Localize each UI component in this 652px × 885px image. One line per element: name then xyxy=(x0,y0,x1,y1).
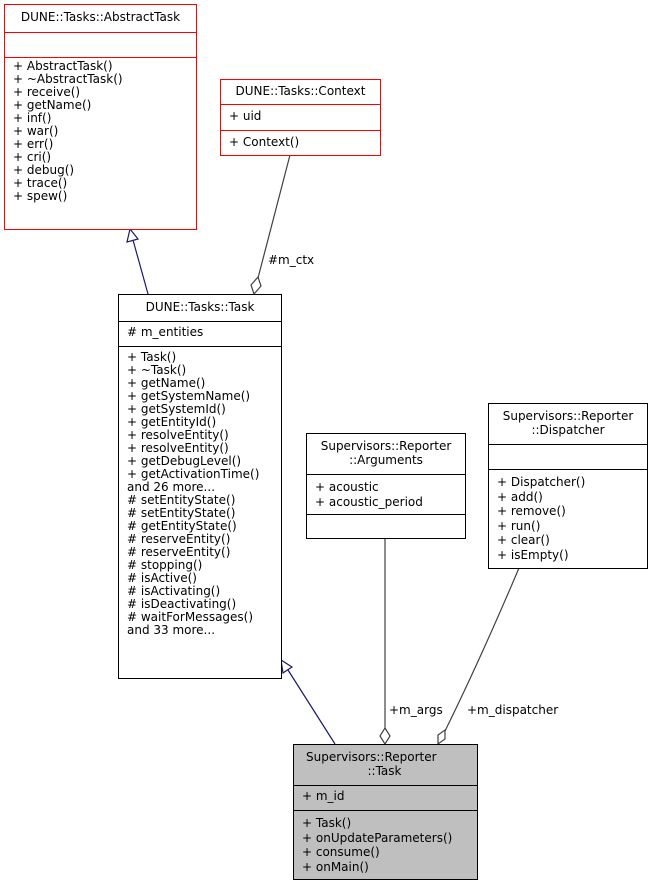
edge-label-m-args: +m_args xyxy=(389,703,443,717)
aggregation-diamond-icon xyxy=(250,275,262,296)
class-attributes xyxy=(489,444,647,469)
class-member: # stopping() xyxy=(127,558,203,572)
class-member: and 26 more... xyxy=(127,480,216,494)
class-member: # isActivating() xyxy=(127,584,221,598)
class-member: + acoustic_period xyxy=(315,495,423,509)
edge-task-has-context xyxy=(250,154,291,296)
class-member: + m_id xyxy=(302,789,345,803)
class-member: + spew() xyxy=(13,189,68,203)
class-header: Supervisors::Reporter ::Arguments xyxy=(307,434,465,474)
class-methods xyxy=(307,514,465,538)
class-member: + remove() xyxy=(497,504,566,518)
class-member: + isEmpty() xyxy=(497,547,569,562)
class-attributes: + m_id xyxy=(294,785,477,810)
class-member: + add() xyxy=(497,489,543,504)
class-member: + getDebugLevel() xyxy=(127,454,242,468)
class-member: + onMain() xyxy=(302,859,369,874)
class-name-line: Supervisors::Reporter xyxy=(320,439,452,453)
class-attributes: + uid xyxy=(221,104,380,130)
class-name: DUNE::Tasks::Context xyxy=(235,84,366,98)
class-name-line: ::Task xyxy=(367,764,402,778)
class-member: + ~AbstractTask() xyxy=(13,72,123,86)
class-member: # isActive() xyxy=(127,571,197,585)
class-member: + Task() xyxy=(302,816,352,830)
class-member: # isDeactivating() xyxy=(127,597,237,611)
class-member: + trace() xyxy=(13,176,68,190)
class-methods: + Dispatcher()+ add()+ remove()+ run()+ … xyxy=(489,469,647,568)
class-member: # setEntityState() xyxy=(127,506,236,520)
class-dispatcher[interactable]: Supervisors::Reporter ::Dispatcher + Dis… xyxy=(488,403,648,569)
class-name: DUNE::Tasks::Task xyxy=(145,300,255,314)
class-member: + getEntityId() xyxy=(127,415,217,429)
class-member: + consume() xyxy=(302,845,380,859)
class-member: + getActivationTime() xyxy=(127,467,260,481)
class-member: + uid xyxy=(229,109,262,123)
class-member: # reserveEntity() xyxy=(127,532,231,546)
class-name-line: ::Arguments xyxy=(349,453,423,467)
class-methods: + Context() xyxy=(221,130,380,155)
class-member: + acoustic xyxy=(315,480,379,494)
class-methods: + Task()+ onUpdateParameters()+ consume(… xyxy=(294,810,477,879)
edge-reporter-has-dispatcher xyxy=(437,567,520,746)
aggregation-diamond-icon xyxy=(437,728,446,746)
class-name-line: Supervisors::Reporter xyxy=(306,750,437,764)
class-attributes: + acoustic+ acoustic_period xyxy=(307,474,465,514)
class-header: DUNE::Tasks::Context xyxy=(221,80,380,104)
class-member: + Task() xyxy=(127,350,177,364)
class-abstract-task[interactable]: DUNE::Tasks::AbstractTask + AbstractTask… xyxy=(4,4,197,230)
class-methods: + Task()+ ~Task()+ getName()+ getSystemN… xyxy=(119,346,281,678)
class-member: # m_entities xyxy=(127,325,204,339)
class-member: # waitForMessages() xyxy=(127,610,254,624)
inheritance-arrowhead-icon xyxy=(280,658,294,675)
class-member: + receive() xyxy=(13,85,81,99)
edge-label-m-ctx: #m_ctx xyxy=(268,253,315,267)
class-arguments[interactable]: Supervisors::Reporter ::Arguments + acou… xyxy=(306,433,466,539)
class-name: DUNE::Tasks::AbstractTask xyxy=(20,10,181,24)
class-name-line: Supervisors::Reporter xyxy=(502,409,634,423)
edge-reporter-inherits-task xyxy=(280,658,336,745)
aggregation-diamond-icon xyxy=(379,726,391,746)
class-header: Supervisors::Reporter ::Dispatcher xyxy=(489,404,647,444)
class-attributes xyxy=(5,32,196,57)
edge-task-inherits-abstract xyxy=(126,227,149,295)
class-context[interactable]: DUNE::Tasks::Context + uid + Context() xyxy=(220,79,381,156)
class-methods: + AbstractTask()+ ~AbstractTask()+ recei… xyxy=(5,57,196,229)
class-header: DUNE::Tasks::AbstractTask xyxy=(5,5,196,32)
class-member: and 33 more... xyxy=(127,623,216,637)
class-header: Supervisors::Reporter ::Task xyxy=(294,745,477,785)
class-member: + run() xyxy=(497,518,541,533)
class-member: + AbstractTask() xyxy=(13,59,113,73)
class-member: + getSystemName() xyxy=(127,389,251,403)
class-member: + war() xyxy=(13,124,59,138)
edge-label-m-dispatcher: +m_dispatcher xyxy=(467,703,559,717)
class-member: + getName() xyxy=(127,376,206,390)
class-name-line: ::Dispatcher xyxy=(531,423,605,437)
class-reporter-task[interactable]: Supervisors::Reporter ::Task + m_id + Ta… xyxy=(293,744,478,880)
class-member: + cri() xyxy=(13,150,52,164)
class-header: DUNE::Tasks::Task xyxy=(119,295,281,321)
class-member: + clear() xyxy=(497,533,550,547)
class-member: + resolveEntity() xyxy=(127,428,229,442)
edge-reporter-has-args xyxy=(379,538,391,746)
class-attributes: # m_entities xyxy=(119,321,281,346)
class-member: + ~Task() xyxy=(127,363,187,377)
class-member: + inf() xyxy=(13,111,52,125)
class-member: + getSystemId() xyxy=(127,402,226,416)
inheritance-arrowhead-icon xyxy=(126,227,140,243)
class-member: + debug() xyxy=(13,163,75,177)
class-member: + getName() xyxy=(13,98,92,112)
class-member: # setEntityState() xyxy=(127,493,236,507)
class-member: + Context() xyxy=(229,135,300,149)
class-member: + resolveEntity() xyxy=(127,441,229,455)
class-member: # getEntityState() xyxy=(127,519,237,533)
class-member: # reserveEntity() xyxy=(127,545,231,559)
class-member: + Dispatcher() xyxy=(497,475,586,489)
class-dune-task[interactable]: DUNE::Tasks::Task # m_entities + Task()+… xyxy=(118,294,282,679)
class-member: + onUpdateParameters() xyxy=(302,830,453,845)
class-member: + err() xyxy=(13,137,54,151)
